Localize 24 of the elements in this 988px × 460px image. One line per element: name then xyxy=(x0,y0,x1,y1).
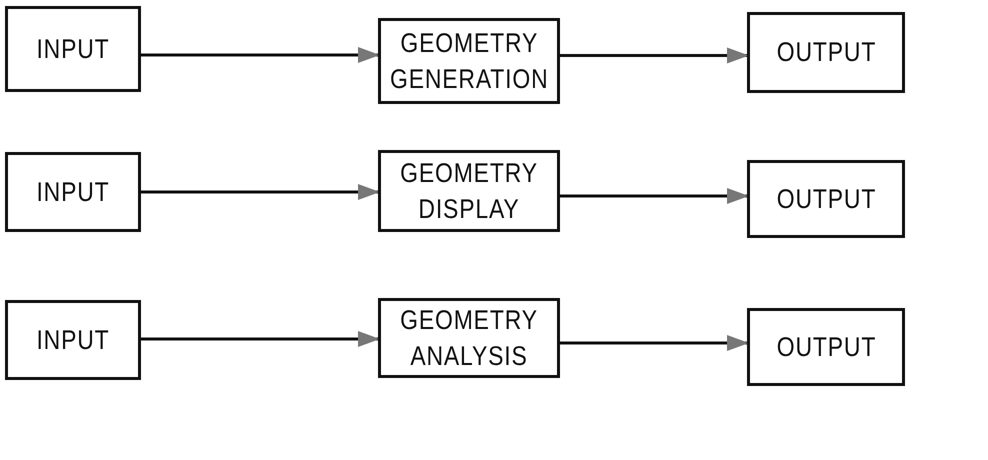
process-box xyxy=(5,152,141,232)
box-label: INPUT xyxy=(36,32,110,66)
arrow xyxy=(141,331,380,347)
arrow xyxy=(560,48,749,64)
box-label: INPUT xyxy=(36,324,110,357)
box-label: INPUT xyxy=(36,176,110,209)
process-box xyxy=(378,298,560,378)
box-label: OUTPUT xyxy=(776,182,876,216)
process-box xyxy=(747,308,905,386)
box-label: GEOMETRY DISPLAY xyxy=(399,156,539,226)
box-label: GEOMETRY ANALYSIS xyxy=(399,304,539,373)
process-box xyxy=(5,300,141,380)
arrow xyxy=(141,47,380,63)
arrow xyxy=(141,184,380,200)
box-label: OUTPUT xyxy=(776,330,876,364)
process-box xyxy=(747,12,905,93)
arrow xyxy=(560,188,749,204)
box-label: OUTPUT xyxy=(776,36,876,70)
process-box xyxy=(378,18,560,104)
arrow xyxy=(560,335,749,351)
process-box xyxy=(5,6,141,92)
box-label: GEOMETRY GENERATION xyxy=(390,26,548,96)
process-box xyxy=(747,160,905,238)
process-box xyxy=(378,150,560,232)
